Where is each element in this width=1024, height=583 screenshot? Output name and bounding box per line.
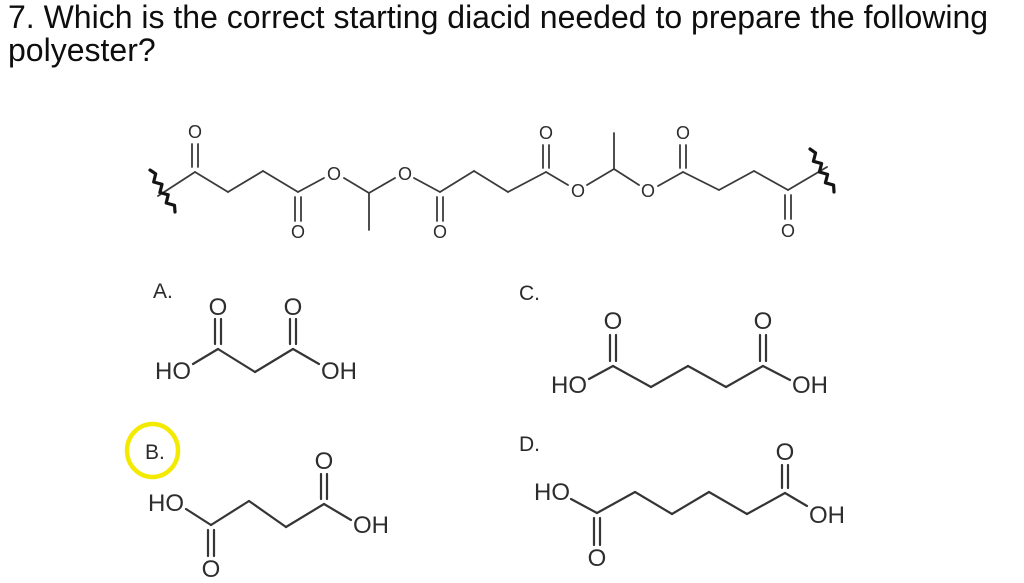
bonds bbox=[587, 333, 792, 389]
hydroxyl-label: OH bbox=[353, 512, 389, 539]
oxygen-label: O bbox=[433, 222, 447, 242]
option-d-structure-adipic-acid: D. O O HO OH bbox=[519, 433, 845, 572]
option-c-label: C. bbox=[519, 282, 540, 305]
oxygen-label: O bbox=[202, 556, 221, 583]
hydroxyl-label: HO bbox=[155, 358, 191, 385]
ester-oxygen-label: O bbox=[641, 181, 655, 201]
oxygen-label: O bbox=[284, 294, 303, 321]
oxygen-label: O bbox=[291, 222, 305, 242]
chain-continuation-squiggle-left bbox=[148, 168, 177, 214]
bonds bbox=[191, 317, 321, 374]
oxygen-label: O bbox=[588, 545, 607, 572]
answer-highlight-circle bbox=[124, 421, 181, 480]
hydroxyl-label: HO bbox=[551, 372, 587, 399]
option-b-structure-succinic-acid: B. O O HO OH bbox=[124, 421, 389, 583]
hydroxyl-label: HO bbox=[148, 490, 184, 517]
ester-oxygen-label: O bbox=[571, 181, 585, 201]
oxygen-label: O bbox=[209, 294, 228, 321]
bonds bbox=[184, 472, 353, 558]
option-d-label: D. bbox=[519, 433, 540, 456]
question-line-1: 7. Which is the correct starting diacid … bbox=[8, 0, 989, 35]
carbonyl-double-bonds bbox=[191, 143, 792, 222]
option-a-label: A. bbox=[153, 280, 173, 303]
hydroxyl-label: OH bbox=[321, 358, 357, 385]
oxygen-label: O bbox=[539, 123, 553, 143]
methyl-substituent-bonds bbox=[368, 132, 615, 231]
question-line-2: polyester? bbox=[8, 32, 156, 68]
question-text: 7. Which is the correct starting diacid … bbox=[8, 1, 988, 67]
polymer-backbone-bonds bbox=[157, 166, 828, 197]
oxygen-label: O bbox=[754, 308, 773, 335]
oxygen-label: O bbox=[781, 221, 795, 241]
hydroxyl-label: HO bbox=[534, 479, 570, 506]
option-b-label: B. bbox=[145, 441, 165, 464]
oxygen-label: O bbox=[188, 122, 202, 142]
hydroxyl-label: OH bbox=[792, 372, 828, 399]
ester-oxygen-label: O bbox=[327, 164, 341, 184]
option-c-structure-glutaric-acid: C. O O HO OH bbox=[519, 282, 828, 399]
oxygen-label: O bbox=[315, 448, 334, 475]
polymer-structure-diagram: O O O O O O O O O O bbox=[148, 122, 836, 242]
option-a-structure-malonic-acid: A. O O HO OH bbox=[153, 280, 357, 385]
oxygen-label: O bbox=[676, 123, 690, 143]
bonds bbox=[569, 463, 809, 547]
oxygen-label: O bbox=[776, 439, 795, 466]
chain-continuation-squiggle-right bbox=[808, 147, 836, 194]
hydroxyl-label: OH bbox=[809, 502, 845, 529]
oxygen-label: O bbox=[604, 308, 623, 335]
ester-oxygen-label: O bbox=[398, 164, 412, 184]
